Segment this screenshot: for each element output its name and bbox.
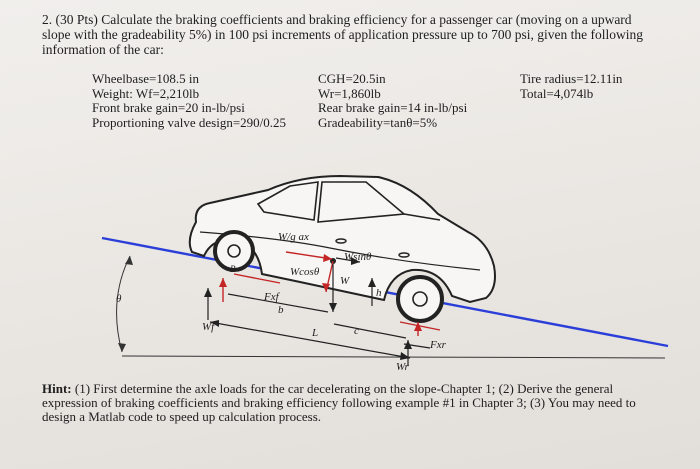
label-h: h xyxy=(376,287,382,299)
car-body xyxy=(188,174,496,304)
spec-gradeability: Gradeability=tanθ=5% xyxy=(318,114,438,130)
label-w: W xyxy=(340,275,350,287)
label-wr: Wr xyxy=(396,361,410,373)
label-b: b xyxy=(278,304,284,316)
label-c: c xyxy=(354,325,359,337)
theta-arrowhead xyxy=(118,343,126,352)
problem-text: Calculate the braking coefficients and b… xyxy=(42,12,644,57)
label-wf: Wf xyxy=(202,321,216,333)
theta-arrowhead-top xyxy=(125,256,133,265)
door-handle-icon xyxy=(398,252,410,258)
rear-window xyxy=(256,181,319,221)
rear-wheel xyxy=(396,275,444,323)
specs-column-3: Tire radius=12.11in Total=4,074lb xyxy=(520,71,623,101)
front-wheel xyxy=(213,230,255,272)
label-l: L xyxy=(311,327,318,339)
problem-number: 2. xyxy=(42,12,53,27)
spec-front-brake-gain: Front brake gain=20 in-lb/psi xyxy=(92,100,245,115)
spec-tire-radius: Tire radius=12.11in xyxy=(520,71,623,86)
dimension-lines xyxy=(204,257,431,366)
specs-column-1: Wheelbase=108.5 in Weight: Wf=2,210lb Fr… xyxy=(92,71,287,130)
ground-line xyxy=(121,355,666,359)
label-wcos: Wcosθ xyxy=(290,266,320,278)
force-vectors xyxy=(219,251,441,336)
spec-rear-weight: Wr=1,860lb xyxy=(318,85,381,101)
theta-arc xyxy=(116,255,131,353)
label-fxf: Fxf xyxy=(263,291,281,303)
spec-proportioning-valve: Proportioning valve design=290/0.25 xyxy=(92,114,287,130)
spec-cgh: CGH=20.5in xyxy=(318,71,386,86)
problem-statement: 2. (30 Pts) Calculate the braking coeffi… xyxy=(42,12,657,57)
door-handle-icon xyxy=(335,238,347,244)
wheel-b-mark: B xyxy=(230,264,236,274)
hint-text: (1) First determine the axle loads for t… xyxy=(42,381,636,424)
spec-rear-brake-gain: Rear brake gain=14 in-lb/psi xyxy=(318,100,468,115)
hint-label: Hint: xyxy=(42,381,72,396)
spec-front-weight: Weight: Wf=2,210lb xyxy=(92,85,200,101)
spec-total-weight: Total=4,074lb xyxy=(520,85,594,101)
problem-points: (30 Pts) xyxy=(55,12,98,27)
theta-label: θ xyxy=(116,293,122,305)
label-fxr: Fxr xyxy=(429,339,447,351)
label-wsin: Wsinθ xyxy=(344,251,372,263)
spec-wheelbase: Wheelbase=108.5 in xyxy=(92,71,199,86)
specs-column-2: CGH=20.5in Wr=1,860lb Rear brake gain=14… xyxy=(318,71,468,130)
label-inertia: W/g ax xyxy=(278,231,309,243)
hint-paragraph: Hint: (1) First determine the axle loads… xyxy=(42,382,657,424)
